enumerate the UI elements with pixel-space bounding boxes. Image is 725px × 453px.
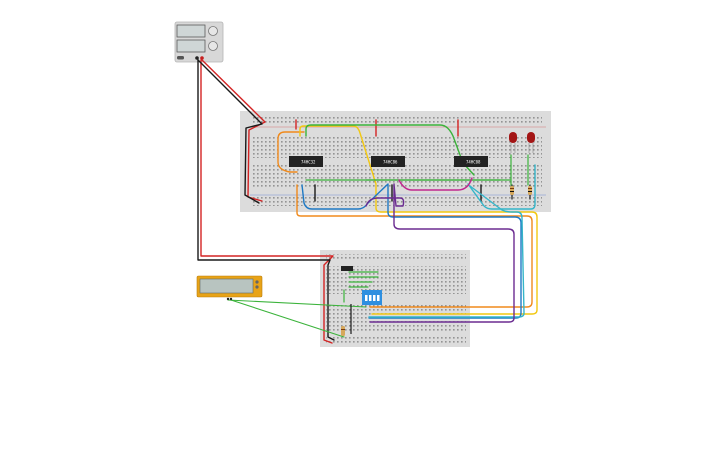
power-switch[interactable] xyxy=(177,56,184,60)
chip-label: 74HC32 xyxy=(301,160,316,165)
power-supply[interactable] xyxy=(174,21,224,63)
wire-magenta[interactable] xyxy=(398,177,473,191)
wire-black-main-rail[interactable] xyxy=(197,59,263,204)
voltage-knob-icon[interactable] xyxy=(208,26,218,36)
wire-yellow[interactable] xyxy=(299,125,538,315)
resistor-lower[interactable] xyxy=(341,326,345,336)
wire-red-main-rail[interactable] xyxy=(201,59,266,202)
resistor-led-1[interactable] xyxy=(510,186,514,195)
wires xyxy=(197,59,538,344)
lcd-module[interactable] xyxy=(196,275,263,301)
dip-switch[interactable] xyxy=(362,290,382,305)
wire-black-supply[interactable] xyxy=(197,59,335,341)
chip-label: 74HC86 xyxy=(383,160,398,165)
resistor-led-2[interactable] xyxy=(528,186,532,195)
wire-green-1[interactable] xyxy=(305,124,475,176)
wire-cyan-1[interactable] xyxy=(467,164,536,210)
led-2[interactable] xyxy=(527,132,535,153)
wire-cyan-2[interactable] xyxy=(368,185,525,318)
led-1[interactable] xyxy=(509,132,517,153)
lcd-screen xyxy=(199,278,254,294)
wire-green-lcd-2[interactable] xyxy=(230,299,345,338)
wire-purple[interactable] xyxy=(365,183,515,323)
chip-74hc32[interactable]: 74HC32 xyxy=(289,156,323,167)
current-knob-icon[interactable] xyxy=(208,41,218,51)
wire-orange-2[interactable] xyxy=(296,184,533,308)
wire-orange-1[interactable] xyxy=(277,131,305,173)
chip-label: 74HC08 xyxy=(466,160,481,165)
chip-74hc08[interactable]: 74HC08 xyxy=(454,156,488,167)
chip-74hc86[interactable]: 74HC86 xyxy=(371,156,405,167)
wire-green-lcd-1[interactable] xyxy=(227,299,367,308)
small-chip[interactable] xyxy=(341,266,353,271)
wire-blue[interactable] xyxy=(301,183,522,319)
